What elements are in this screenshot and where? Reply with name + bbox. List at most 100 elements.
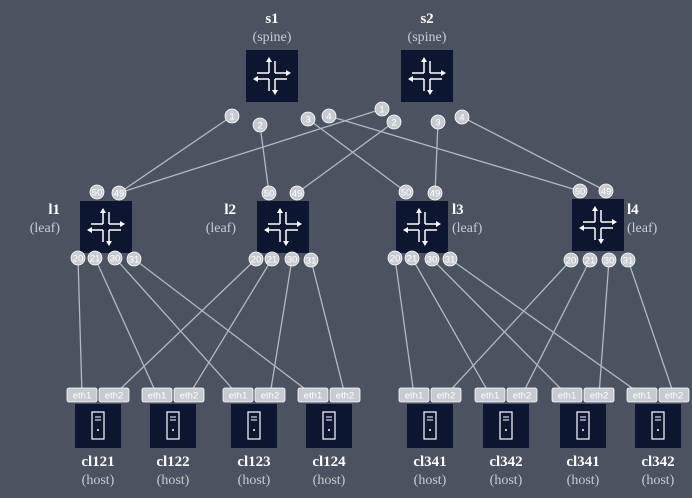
- svg-text:eth2: eth2: [336, 391, 355, 402]
- svg-text:21: 21: [585, 256, 596, 267]
- svg-text:eth2: eth2: [105, 391, 124, 402]
- host-cl341-5[interactable]: [407, 404, 453, 448]
- svg-text:30: 30: [287, 255, 298, 266]
- spine-s1-port-1: 1: [224, 108, 240, 124]
- link-l3-20-h5-eth1: [394, 257, 415, 396]
- switch-body: [80, 201, 132, 253]
- spine-s2-name: s2: [420, 11, 434, 27]
- leaf-l4-port-21: 21: [582, 252, 598, 268]
- spine-s1-name: s1: [265, 11, 279, 27]
- svg-text:31: 31: [623, 256, 634, 267]
- link-s1-2-l2-50: [259, 124, 270, 194]
- host-7-eth2-port: eth2: [583, 387, 615, 403]
- spine-s1-switch[interactable]: [246, 50, 298, 102]
- svg-text:21: 21: [407, 254, 418, 265]
- leaf-l1-port-31: 31: [126, 251, 142, 267]
- svg-text:eth1: eth1: [558, 391, 577, 402]
- svg-text:4: 4: [459, 113, 464, 124]
- host-cl342-role: (host): [489, 473, 523, 488]
- host-cl341-7[interactable]: [560, 404, 606, 448]
- svg-text:1: 1: [229, 112, 234, 123]
- link-l4-21-h6-eth2: [521, 259, 591, 396]
- svg-text:eth1: eth1: [304, 391, 323, 402]
- spine-s1-role: (spine): [252, 30, 292, 45]
- switch-body: [257, 201, 309, 253]
- link-l2-21-h2-eth2: [188, 258, 273, 396]
- leaf-l2-port-30: 30: [284, 251, 300, 267]
- link-l4-20-h5-eth2: [445, 259, 572, 396]
- host-cl341b-name: cl341: [566, 454, 600, 470]
- leaf-l3-port-50: 50: [398, 184, 414, 200]
- leaf-l3-switch[interactable]: [396, 201, 448, 253]
- link-l1-20-h1-eth1: [77, 257, 83, 396]
- svg-text:eth1: eth1: [229, 391, 248, 402]
- host-body: [635, 404, 681, 448]
- leaf-l1-switch[interactable]: [80, 201, 132, 253]
- spine-s1-port-4: 4: [321, 108, 337, 124]
- svg-text:eth1: eth1: [73, 391, 92, 402]
- svg-text:eth1: eth1: [148, 391, 167, 402]
- leaf-l2-switch[interactable]: [257, 201, 309, 253]
- host-cl121-1[interactable]: [75, 404, 121, 448]
- host-7-eth1-port: eth1: [551, 387, 583, 403]
- leaf-l1-port-20: 20: [70, 250, 86, 266]
- spine-s2-switch[interactable]: [401, 50, 453, 102]
- server-tower-icon: [651, 411, 665, 440]
- svg-text:49: 49: [292, 189, 303, 200]
- svg-text:eth2: eth2: [513, 391, 532, 402]
- spine-s1-port-2: 2: [252, 117, 268, 133]
- link-l1-21-h2-eth1: [94, 257, 158, 396]
- host-8-eth1-port: eth1: [626, 387, 658, 403]
- svg-text:2: 2: [391, 118, 396, 129]
- svg-text:31: 31: [445, 255, 456, 266]
- leaf-l3-port-31: 31: [442, 251, 458, 267]
- svg-text:50: 50: [575, 187, 586, 198]
- svg-text:4: 4: [326, 112, 331, 123]
- spine-s1-port-3: 3: [300, 111, 316, 127]
- svg-text:31: 31: [306, 256, 317, 267]
- leaf-l4-role: (leaf): [627, 221, 658, 236]
- host-cl342-8[interactable]: [635, 404, 681, 448]
- svg-text:eth1: eth1: [405, 391, 424, 402]
- host-2-eth2-port: eth2: [173, 387, 205, 403]
- svg-text:20: 20: [390, 254, 401, 265]
- svg-text:3: 3: [435, 118, 440, 129]
- host-cl122-2[interactable]: [150, 404, 196, 448]
- switch-arrows-icon: [268, 212, 298, 242]
- leaf-l1-role: (leaf): [29, 221, 60, 236]
- leaf-l1-port-21: 21: [87, 250, 103, 266]
- host-body: [483, 404, 529, 448]
- link-l2-31-h4-eth2: [310, 259, 346, 396]
- switch-arrows-icon: [583, 210, 613, 240]
- host-cl123-3[interactable]: [231, 404, 277, 448]
- link-l2-20-h1-eth2: [113, 258, 257, 396]
- server-tower-icon: [91, 411, 105, 440]
- switch-body: [572, 199, 624, 251]
- spine-s2-role: (spine): [407, 30, 447, 45]
- leaf-l3-port-49: 49: [427, 185, 443, 201]
- leaf-l3-role: (leaf): [452, 221, 483, 236]
- leaf-l2-port-49: 49: [289, 185, 305, 201]
- host-cl342-6[interactable]: [483, 404, 529, 448]
- svg-text:50: 50: [401, 188, 412, 199]
- host-5-eth2-port: eth2: [430, 387, 462, 403]
- svg-text:31: 31: [129, 255, 140, 266]
- link-l4-31-h8-eth2: [627, 259, 675, 396]
- spine-s2-port-3: 3: [430, 114, 446, 130]
- svg-text:2: 2: [257, 121, 262, 132]
- leaf-l4-switch[interactable]: [572, 199, 624, 251]
- leaf-l2-port-20: 20: [248, 251, 264, 267]
- switch-body: [246, 50, 298, 102]
- host-cl124-4[interactable]: [306, 404, 352, 448]
- spine-s2-port-1: 1: [374, 101, 390, 117]
- host-6-eth2-port: eth2: [506, 387, 538, 403]
- host-body: [560, 404, 606, 448]
- host-cl342-name: cl342: [489, 454, 523, 470]
- svg-text:eth2: eth2: [590, 391, 609, 402]
- host-cl341-name: cl341: [413, 454, 447, 470]
- host-cl122-name: cl122: [156, 454, 190, 470]
- leaf-l1-port-50: 50: [89, 184, 105, 200]
- leaf-l2-port-31: 31: [303, 252, 319, 268]
- link-l1-31-h4-eth1: [133, 258, 314, 396]
